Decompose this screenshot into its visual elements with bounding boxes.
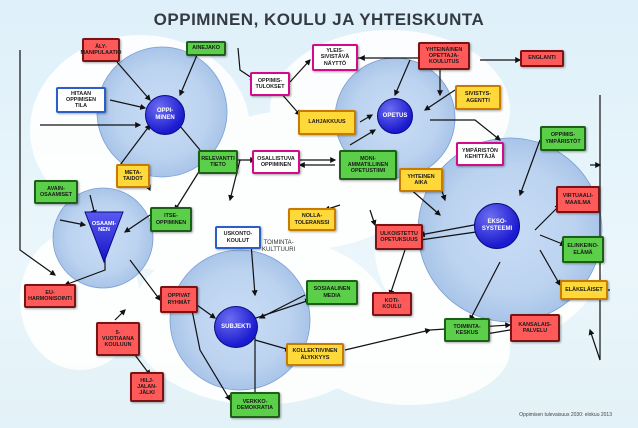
box-osallistuva-oppiminen: OSALLISTUVA OPPIMINEN bbox=[252, 150, 300, 174]
node-osaaminen: OSAAMI- NEN bbox=[84, 210, 124, 264]
box-virtuaalimaailma: VIRTUAALI- MAAILMA bbox=[556, 186, 600, 213]
box-kansalaispalvelu: KANSALAIS- PALVELU bbox=[510, 314, 560, 342]
box-verkkodemokratia: VERKKO- DEMOKRATIA bbox=[230, 392, 280, 418]
node-oppiminen: OPPI- MINEN bbox=[145, 95, 185, 135]
box-kotikoulu: KOTI- KOULU bbox=[372, 292, 412, 316]
box-ympariston-kehittaja: YMPÄRISTÖN KEHITTÄJÄ bbox=[456, 142, 504, 166]
osaaminen-label: OSAAMI- NEN bbox=[91, 221, 117, 234]
box-avainosaamiset: AVAIN- OSAAMISET bbox=[34, 180, 78, 204]
node-opetus: OPETUS bbox=[377, 98, 413, 134]
box-nollatoleranssi: NOLLA- TOLERANSSI bbox=[288, 208, 336, 231]
box-elakelaiset: ELÄKELÄISET bbox=[560, 280, 608, 300]
box-elinkeinoelama: ELINKEINO- ELÄMÄ bbox=[562, 236, 604, 263]
box-yleissivistava-naytto: YLEIS- SIVISTÄVÄ NÄYTTÖ bbox=[312, 44, 358, 71]
box-5-vuotiaana-kouluun: 5- VUOTIAANA KOULUUN bbox=[96, 322, 140, 356]
box-englanti: ENGLANTI bbox=[520, 50, 564, 67]
box-toimintakeskus: TOIMINTA- KESKUS bbox=[444, 318, 490, 342]
box-yhteinainen-opettajakoulutus: YHTEINÄINEN OPETTAJA- KOULUTUS bbox=[418, 42, 470, 70]
node-eksosysteemi: EKSO- SYSTEEMI bbox=[474, 203, 520, 249]
box-metataidot: META- TAIDOT bbox=[116, 164, 150, 188]
box-oppimisymparistot: OPPIMIS- YMPÄRISTÖT bbox=[540, 126, 586, 151]
box-kollektiivinen-alykkyys: KOLLEKTIIVINEN ÄLYKKYYS bbox=[286, 343, 344, 366]
box-sosiaalinen-media: SOSIAALINEN MEDIA bbox=[306, 280, 358, 305]
box-oppivat-ryhmat: OPPIVAT RYHMÄT bbox=[160, 286, 198, 313]
box-lahjakkuus: LAHJAKKUUS bbox=[298, 110, 356, 135]
box-eu-harmonisointi: EU- HARMONISOINTI bbox=[24, 284, 76, 308]
triangle-shape bbox=[84, 211, 124, 264]
box-oppimistulokset: OPPIMIS- TULOKSET bbox=[250, 72, 290, 96]
node-subjekti: SUBJEKTI bbox=[214, 306, 258, 348]
box-yhteinen-aika: YHTEINEN AIKA bbox=[399, 168, 443, 192]
box-uskontokoulut: USKONTO- KOULUT bbox=[215, 226, 261, 249]
box-ainejako: AINEJAKO bbox=[186, 41, 226, 56]
box-moniammatillinen-opetustiimi: MONI- AMMATILLINEN OPETUSTIIMI bbox=[339, 150, 397, 180]
box-itseoppiminen: ITSE- OPPIMINEN bbox=[150, 207, 192, 232]
toimintakulttuuri-label: TOIMINTA- KULTTUURI bbox=[262, 240, 296, 253]
box-hiljainen-jalanjalki: HILJ- JALAN- JÄLKI bbox=[130, 372, 164, 402]
box-ulkoistettu-opetuksuus: ULKOISTETTU OPETUKSUUS bbox=[375, 224, 423, 250]
box-relevantti-tieto: RELEVANTTI TIETO bbox=[198, 150, 238, 174]
diagram-title: OPPIMINEN, KOULU JA YHTEISKUNTA bbox=[153, 10, 485, 29]
footer-credit: Oppimisen tulevaisuus 2030: elokuu 2013 bbox=[519, 412, 612, 418]
box-aly-manipulaatio: ÄLY- MANIPULAATIO bbox=[81, 38, 121, 62]
box-sivistysagentti: SIVISTYS- AGENTTI bbox=[455, 85, 501, 110]
box-hitaan-oppimisen-tila: HITAAN OPPIMISEN TILA bbox=[56, 87, 106, 113]
